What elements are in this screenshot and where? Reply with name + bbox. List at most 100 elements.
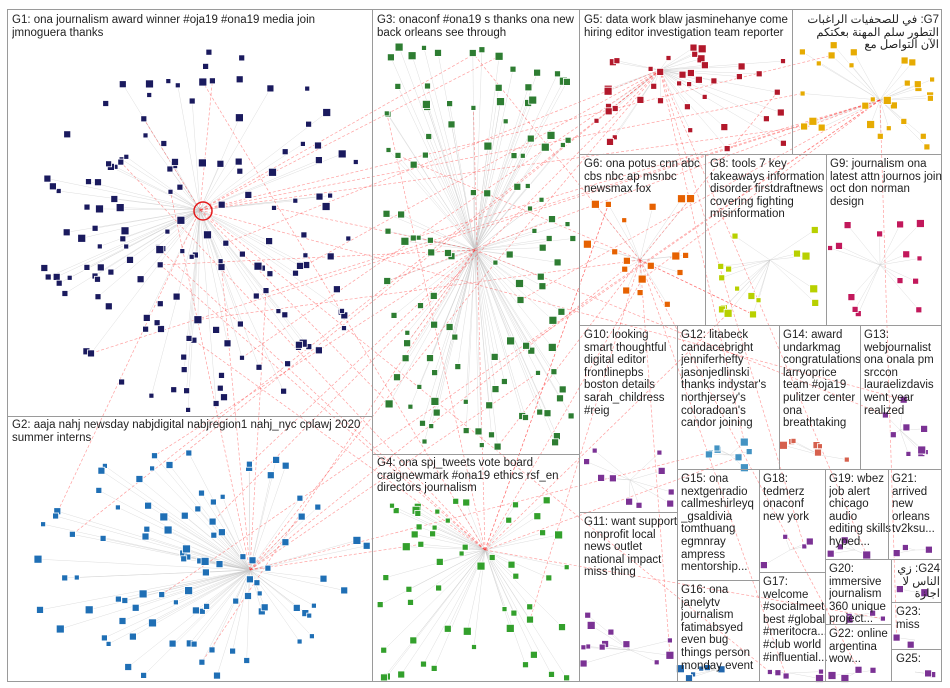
vertex-node <box>454 363 462 371</box>
vertex-node <box>94 275 101 283</box>
vertex-node <box>605 200 612 208</box>
vertex-node <box>128 632 137 641</box>
edge-line <box>608 69 661 90</box>
edge-line <box>659 69 714 82</box>
vertex-node <box>185 334 193 342</box>
vertex-node <box>180 366 188 374</box>
vertex-node <box>593 117 600 124</box>
vertex-node <box>94 178 102 187</box>
vertex-node <box>202 63 210 70</box>
inter-group-edge <box>170 191 251 571</box>
edge-line <box>117 507 251 571</box>
edge-line <box>199 112 327 211</box>
vertex-node <box>83 203 91 211</box>
vertex-node <box>510 152 518 160</box>
vertex-node <box>483 141 493 151</box>
vertex-node <box>392 507 400 515</box>
vertex-node <box>665 650 675 660</box>
vertex-node <box>430 665 438 672</box>
vertex-node <box>219 493 226 500</box>
vertex-node <box>443 624 452 633</box>
inter-group-edge <box>249 543 421 571</box>
vertex-node <box>919 132 927 140</box>
vertex-node <box>236 320 244 328</box>
edge-line <box>162 209 201 249</box>
vertex-node <box>516 296 525 304</box>
edge-line <box>629 479 672 493</box>
group-label-g1: G1: ona journalism award winner #oja19 #… <box>12 14 319 39</box>
edge-line <box>188 452 251 571</box>
edge-line <box>213 535 251 571</box>
edge-line <box>120 207 201 211</box>
vertex-node <box>799 90 806 97</box>
vertex-node <box>105 641 112 647</box>
vertex-node <box>869 666 877 674</box>
vertex-node <box>102 100 110 107</box>
group-panel-g11: G11: want support nonprofit local news o… <box>579 512 678 682</box>
vertex-node <box>280 387 288 395</box>
edge-line <box>177 85 201 211</box>
vertex-node <box>896 585 904 593</box>
edge-line <box>751 259 771 297</box>
edge-line <box>188 209 201 339</box>
vertex-node <box>513 182 522 191</box>
edge-line <box>47 178 201 211</box>
edge-line <box>615 69 661 109</box>
inter-group-edge <box>197 259 641 321</box>
edge-line <box>608 69 661 107</box>
group-panel-g14: G14: award undarkmag congratulations lar… <box>779 325 861 470</box>
edge-line <box>484 504 516 551</box>
vertex-node <box>337 149 347 159</box>
edge-line <box>397 155 476 251</box>
vertex-node <box>723 308 733 318</box>
edge-line <box>484 549 511 629</box>
vertex-node <box>500 378 508 385</box>
edge-line <box>838 245 881 266</box>
vertex-node <box>140 672 148 679</box>
vertex-node <box>429 530 437 538</box>
vertex-node <box>597 473 605 482</box>
group-label-g24: G24: زي الناس لا اجازة <box>894 563 940 601</box>
vertex-node <box>200 557 210 566</box>
inter-group-edge <box>249 451 711 571</box>
vertex-node <box>238 54 246 62</box>
vertex-node <box>636 289 644 297</box>
group-label-g2: G2: aaja nahj newsday nabjdigital nabjre… <box>12 419 364 444</box>
edge-line <box>484 549 531 620</box>
vertex-node <box>811 298 820 307</box>
vertex-node <box>315 192 324 201</box>
vertex-node <box>296 638 303 645</box>
inter-group-edge <box>249 249 476 465</box>
vertex-node <box>900 118 908 125</box>
vertex-node <box>737 62 746 71</box>
vertex-node <box>131 603 140 612</box>
edge-line <box>152 569 251 624</box>
vertex-node <box>657 97 664 105</box>
edge-layer <box>37 45 933 679</box>
vertex-node <box>421 45 427 51</box>
vertex-node <box>216 384 224 392</box>
edge-line <box>659 69 688 107</box>
edge-line <box>484 549 567 568</box>
edge-line <box>639 198 682 261</box>
group-panel-g1: G1: ona journalism award winner #oja19 #… <box>7 9 373 417</box>
vertex-node <box>421 100 431 109</box>
inter-group-edge <box>55 209 201 517</box>
edge-line <box>853 52 881 101</box>
inter-group-edge <box>520 99 881 301</box>
group-label-g22: G22: online argentina wow... <box>829 628 892 666</box>
vertex-node <box>869 96 876 103</box>
vertex-node <box>876 132 884 140</box>
vertex-node <box>383 277 392 285</box>
vertex-node <box>415 523 423 531</box>
vertex-node <box>385 147 392 153</box>
group-panel-g18: G18: tedmerz onaconf new york <box>759 469 826 573</box>
vertex-node <box>300 231 308 239</box>
vertex-node <box>215 560 224 568</box>
vertex-node <box>902 423 911 432</box>
vertex-node <box>314 141 322 150</box>
vertex-node <box>236 167 244 175</box>
vertex-node <box>403 339 412 348</box>
vertex-node <box>491 385 500 394</box>
edge-line <box>879 223 921 266</box>
